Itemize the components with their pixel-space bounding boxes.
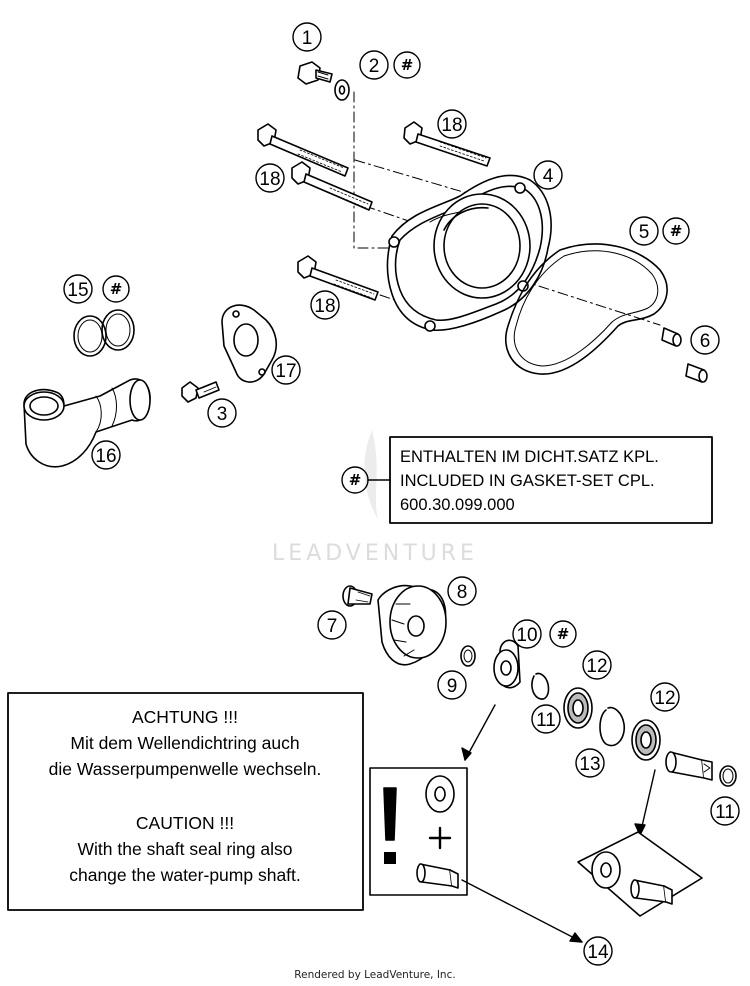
footer-credit: Rendered by LeadVenture, Inc. — [294, 969, 455, 981]
callout-18-lower: 18 — [314, 296, 335, 317]
part-11-ring-right — [719, 765, 737, 787]
callout-2-circle — [359, 50, 389, 80]
callout-11c: 11 — [715, 802, 735, 823]
callout-14: 14 — [587, 942, 609, 963]
callout-10-circle — [512, 619, 542, 649]
gasket-box-line-2: INCLUDED IN GASKET-SET CPL. — [400, 472, 655, 490]
part-18-bolt-top — [403, 121, 491, 167]
callout-7-circle — [317, 610, 347, 640]
part-13-circlip — [599, 706, 626, 747]
callout-8: 8 — [457, 582, 468, 603]
callout-15-hash-circle — [102, 275, 130, 303]
callout-12a: 12 — [586, 656, 607, 677]
callout-2-hash-circle — [393, 51, 421, 79]
callout-11a: 11 — [536, 710, 556, 731]
gasket-hash: # — [349, 471, 362, 489]
callout-5: 5 — [639, 222, 650, 243]
callout-18-top: 18 — [441, 115, 462, 136]
part-4-pump-cover — [386, 174, 552, 332]
callout-4-circle — [533, 160, 563, 190]
part-10-shaft-seal — [493, 639, 521, 689]
inset-box-seal-shaft — [369, 767, 468, 896]
inset-box-seal-shaft-2 — [577, 831, 703, 917]
callout-3-circle — [207, 398, 237, 428]
warning-de-title: ACHTUNG !!! — [132, 707, 238, 727]
callout-10-hash-circle — [549, 620, 577, 648]
callout-5-circle — [629, 216, 659, 246]
part-2-washer — [334, 79, 350, 101]
warning-en-line-1: With the shaft seal ring also — [78, 839, 293, 859]
callout-17: 17 — [275, 361, 296, 382]
callout-11c-circle — [710, 796, 740, 826]
watermark: LEADVENTURE — [272, 430, 478, 566]
callout-9: 9 — [447, 676, 458, 697]
warning-de-line-1: Mit dem Wellendichtring auch — [70, 733, 299, 753]
callout-3: 3 — [217, 404, 228, 425]
warning-de-line-2: die Wasserpumpenwelle wechseln. — [49, 759, 322, 779]
callout-2-hash: # — [401, 56, 414, 74]
part-18-bolt-left-2 — [291, 161, 373, 211]
callout-16-circle — [91, 440, 121, 470]
part-1-bolt — [297, 61, 333, 85]
callout-12b: 12 — [654, 688, 675, 709]
part-12-bearing-2 — [631, 719, 661, 761]
callout-15: 15 — [67, 280, 88, 301]
part-18-bolt-left-1 — [257, 123, 349, 177]
callout-18-lower-circle — [310, 290, 340, 320]
callout-2: 2 — [369, 56, 380, 77]
callout-17-circle — [271, 355, 301, 385]
callout-14-circle — [583, 936, 613, 966]
part-18-bolt-lower — [297, 255, 379, 301]
callout-15-hash: # — [110, 280, 123, 298]
callout-1-circle — [292, 22, 322, 52]
callout-5-hash: # — [670, 222, 683, 240]
warning-box: ACHTUNG !!! Mit dem Wellendichtring auch… — [7, 692, 364, 911]
callout-circles — [63, 22, 740, 966]
callout-4: 4 — [543, 166, 554, 187]
callout-6: 6 — [700, 331, 711, 352]
callout-12b-circle — [650, 682, 680, 712]
callout-10-hash: # — [557, 625, 570, 643]
callout-12a-circle — [582, 650, 612, 680]
callout-13: 13 — [579, 754, 600, 775]
callout-8-circle — [447, 576, 477, 606]
callout-18-left-circle — [255, 163, 285, 193]
callout-1: 1 — [302, 28, 313, 49]
gasket-box-line-3: 600.30.099.000 — [400, 496, 515, 514]
part-12-bearing-1 — [563, 687, 593, 729]
part-17-flange-gasket — [221, 304, 278, 383]
callout-10: 10 — [516, 625, 537, 646]
warning-en-title: CAUTION !!! — [136, 813, 234, 833]
part-5-gasket — [505, 243, 668, 375]
part-pump-shaft — [665, 751, 713, 781]
part-9-ring — [460, 645, 476, 667]
callout-13-circle — [575, 748, 605, 778]
callout-18-top-circle — [437, 109, 467, 139]
callout-18-left: 18 — [259, 169, 280, 190]
gasket-box-line-1: ENTHALTEN IM DICHT.SATZ KPL. — [400, 448, 659, 466]
part-15-o-rings — [73, 309, 135, 357]
part-11-circlip — [531, 672, 550, 700]
callout-7: 7 — [327, 616, 338, 637]
callout-5-hash-circle — [662, 217, 690, 245]
callout-16: 16 — [95, 446, 116, 467]
gasket-set-info-box: ENTHALTEN IM DICHT.SATZ KPL. INCLUDED IN… — [367, 436, 713, 524]
callout-15-circle — [63, 274, 93, 304]
part-3-bolt — [181, 381, 220, 403]
part-6-dowel-pins — [661, 327, 708, 383]
part-7-screw — [342, 585, 373, 607]
warning-en-line-2: change the water-pump shaft. — [69, 865, 301, 885]
part-16-elbow-pipe — [23, 378, 151, 468]
part-8-impeller — [377, 584, 447, 666]
callout-6-circle — [690, 325, 720, 355]
callout-9-circle — [437, 670, 467, 700]
watermark-text: LEADVENTURE — [272, 541, 478, 566]
callout-labels: 1 2 # 18 4 18 5 # 15 # 18 6 17 3 16 # 8 … — [67, 28, 734, 963]
callout-11a-circle — [531, 704, 561, 734]
arrows — [461, 704, 656, 943]
